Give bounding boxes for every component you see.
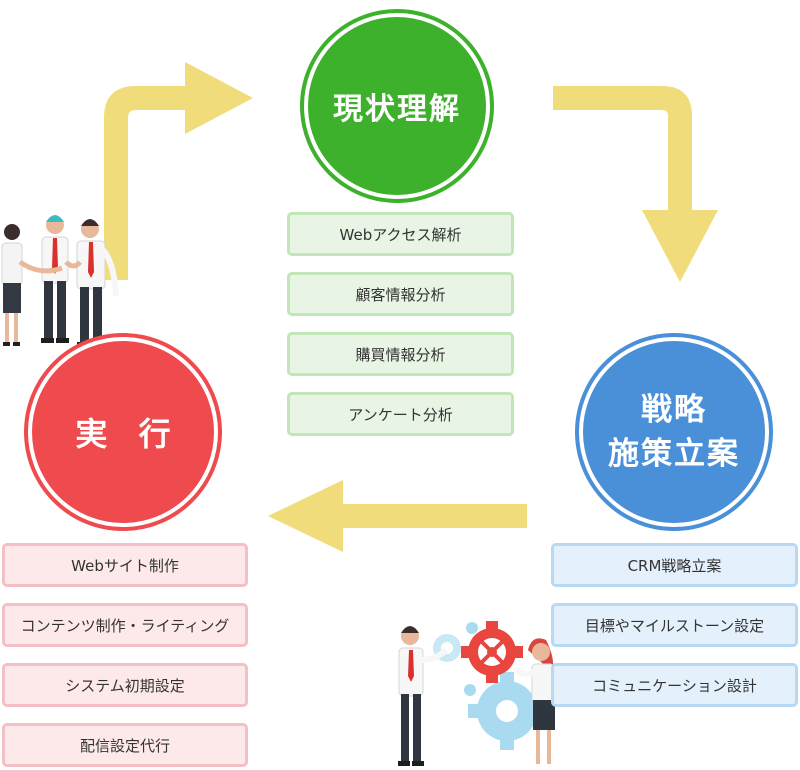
strategy-item: CRM戦略立案 xyxy=(551,543,798,587)
person-woman-left xyxy=(1,224,23,346)
arrow-understand-to-strategy xyxy=(553,86,718,282)
stage-understand-circle: 現状理解 xyxy=(304,13,490,199)
execute-item: 配信設定代行 xyxy=(2,723,248,767)
person-woman-gears xyxy=(513,638,555,764)
execute-item: Webサイト制作 xyxy=(2,543,248,587)
stage-title: 実 行 xyxy=(75,415,181,453)
stage-strategy-circle: 戦略 施策立案 xyxy=(579,337,769,527)
person-man-gears xyxy=(398,626,449,766)
strategy-item: 目標やマイルストーン設定 xyxy=(551,603,798,647)
execute-item: コンテンツ制作・ライティング xyxy=(2,603,248,647)
gear-red-icon xyxy=(461,621,523,683)
understand-item: 購買情報分析 xyxy=(287,332,514,376)
arrow-execute-to-understand xyxy=(104,62,253,280)
execute-item: システム初期設定 xyxy=(2,663,248,707)
person-man-middle xyxy=(41,215,69,343)
stage-title: 現状理解 xyxy=(333,92,461,127)
person-man-right xyxy=(76,219,119,347)
arrow-strategy-to-execute xyxy=(268,480,527,552)
understand-item: 顧客情報分析 xyxy=(287,272,514,316)
understand-item: Webアクセス解析 xyxy=(287,212,514,256)
stage-execute-circle: 実 行 xyxy=(28,337,218,527)
understand-item: アンケート分析 xyxy=(287,392,514,436)
stage-title-line-2: 施策立案 xyxy=(608,436,740,472)
strategy-item: コミュニケーション設計 xyxy=(551,663,798,707)
stage-title-line-1: 戦略 xyxy=(641,392,707,428)
